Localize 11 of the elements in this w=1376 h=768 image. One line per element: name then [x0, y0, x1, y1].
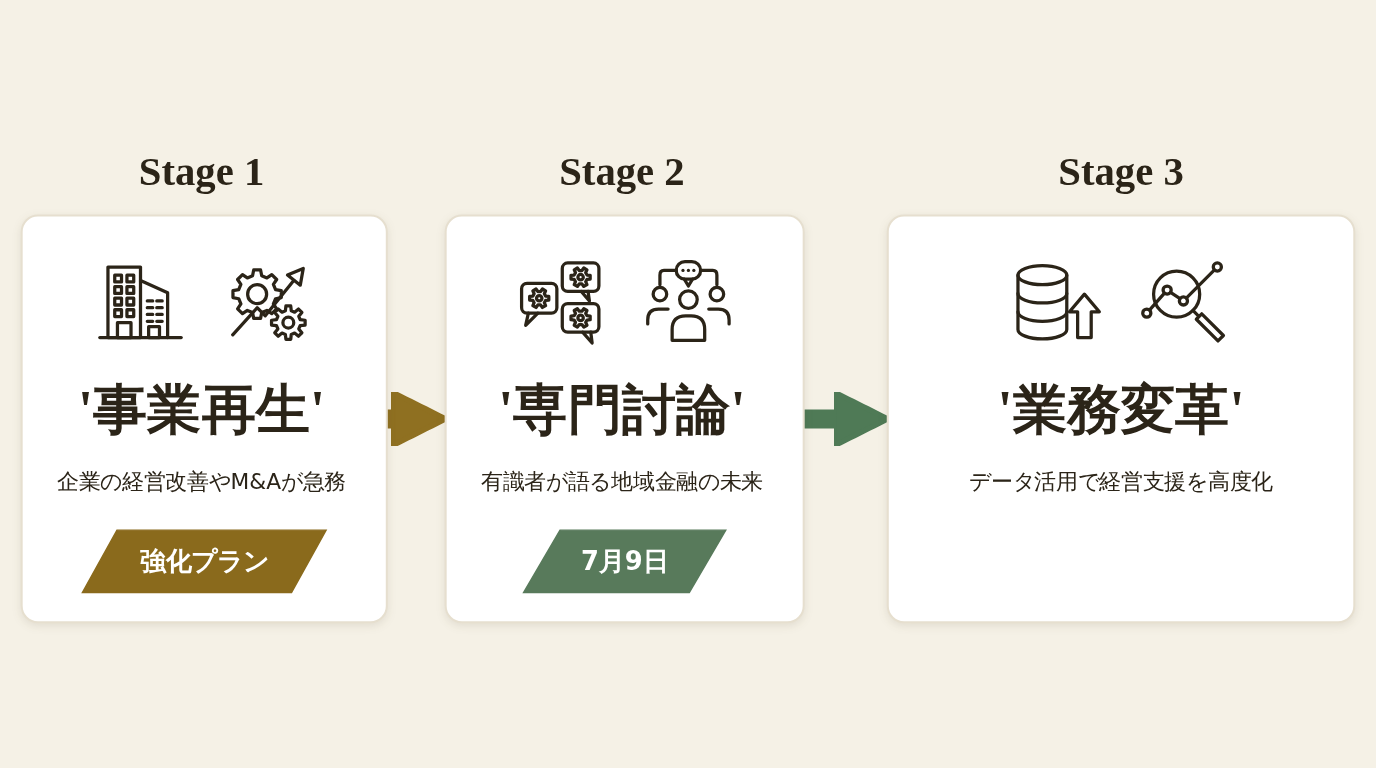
stage-subtitle: 有識者が語る地域金融の未来: [480, 467, 763, 495]
tag-text: 7月9日: [581, 545, 669, 578]
stage-subtitle: データ活用で経営支援を高度化: [969, 467, 1273, 495]
tag-text: 強化プラン: [139, 545, 269, 578]
stage-heading: Stage 1: [137, 147, 266, 196]
stage-heading: Stage 2: [558, 147, 686, 196]
stage-title: '業務変革': [996, 377, 1246, 442]
stage-title: '事業再生': [76, 377, 327, 442]
stage-heading: Stage 3: [1057, 147, 1185, 196]
stage-subtitle: 企業の経営改善やM&Aが急務: [56, 467, 347, 495]
stage-title: '専門討論': [497, 377, 747, 442]
